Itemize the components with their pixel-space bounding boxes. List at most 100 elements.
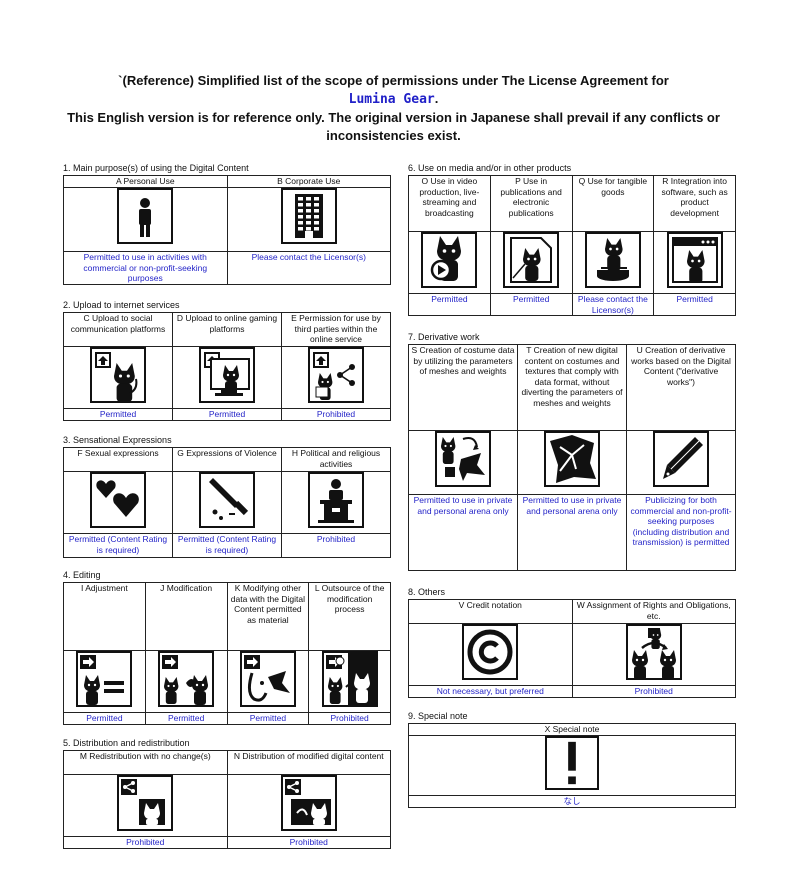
permission-status: Permitted (Content Rating is required) [63,533,173,558]
section-upload: 2. Upload to internet services C Upload t… [63,300,391,421]
column-heading: S Creation of costume data by utilizing … [408,344,518,431]
status-row: Permitted to use in activities with comm… [63,251,391,285]
permission-status: Not necessary, but preferred [408,685,573,698]
column-heading: L Outsource of the modification process [308,582,391,651]
column-heading: I Adjustment [63,582,146,651]
permission-status: Permitted [144,712,228,725]
icon-row [63,346,391,409]
header-text: `(Reference) Simplified list of the scop… [118,73,669,88]
icon-cell [63,187,228,252]
pen-icon [653,431,709,487]
icon-cell [408,623,573,686]
icon-cell [172,346,282,409]
icon-cell [408,430,518,495]
section-distribution: 5. Distribution and redistribution M Redi… [63,738,391,849]
icon-cell [63,650,146,713]
section-title: 6. Use on media and/or in other products [408,163,572,173]
material-icon [239,651,296,707]
column-heading: W Assignment of Rights and Obligations, … [571,599,736,624]
distribute-modified-icon [280,775,337,831]
status-row: Permitted to use in private and personal… [408,494,736,571]
copyright-icon [462,624,519,680]
section-title: 2. Upload to internet services [63,300,180,310]
section-title: 3. Sensational Expressions [63,435,172,445]
share-third-party-icon [308,347,364,403]
icon-cell [308,650,391,713]
section-sensational: 3. Sensational Expressions F Sexual expre… [63,435,391,558]
column-heading: J Modification [144,582,228,651]
icon-cell [63,774,228,837]
permission-status: Please contact the Licensor(s) [226,251,391,285]
product-suffix: . [434,91,439,106]
icon-cell [226,774,391,837]
icon-row [408,430,736,495]
building-icon [280,188,337,244]
icon-cell [281,471,391,534]
status-row: なし [408,795,736,808]
figure-icon [584,232,641,288]
permission-status: Permitted [489,293,573,316]
section-title: 5. Distribution and redistribution [63,738,190,748]
column-heading: D Upload to online gaming platforms [172,312,282,347]
permission-status: Permitted (Content Rating is required) [172,533,282,558]
column-heading: G Expressions of Violence [172,447,282,472]
adjust-icon [76,651,133,707]
hearts-icon [90,472,146,528]
icon-cell [281,346,391,409]
costume-convert-icon [435,431,491,487]
podium-icon [308,472,364,528]
column-heading: F Sexual expressions [63,447,173,472]
icon-cell [226,650,310,713]
knife-icon [199,472,255,528]
icon-cell [653,231,736,294]
icon-row [63,774,391,837]
column-heading: Q Use for tangible goods [571,175,655,232]
permission-status: Prohibited [63,836,228,849]
column-heading: C Upload to social communication platfor… [63,312,173,347]
column-heading: O Use in video production, live-streamin… [408,175,491,232]
permission-status: Permitted to use in private and personal… [517,494,627,571]
column-heading: T Creation of new digital content on cos… [517,344,627,431]
permission-status: Prohibited [571,685,736,698]
icon-cell [226,187,391,252]
permission-status: なし [408,795,736,808]
head-row: C Upload to social communication platfor… [63,312,391,347]
header-line-3: This English version is for reference on… [67,110,720,143]
permission-table: X Special note なし [408,723,736,808]
redistribute-icon [117,775,174,831]
permission-table: S Creation of costume data by utilizing … [408,344,736,571]
icon-cell [63,346,173,409]
head-row: M Redistribution with no change(s)N Dist… [63,750,391,775]
column-heading: M Redistribution with no change(s) [63,750,228,775]
icon-row [408,735,736,796]
outsource-icon [321,651,378,707]
exclamation-icon [545,736,599,790]
icon-row [408,623,736,686]
column-heading: A Personal Use [63,175,228,188]
icon-cell [172,471,282,534]
section-title: 4. Editing [63,570,101,580]
head-row: X Special note [408,723,736,736]
icon-cell [517,430,627,495]
permission-status: Prohibited [308,712,391,725]
icon-row [408,231,736,294]
column-heading: X Special note [408,723,736,736]
permission-table: C Upload to social communication platfor… [63,312,391,421]
modify-icon [158,651,215,707]
person-icon [117,188,174,244]
icon-cell [63,471,173,534]
icon-cell [144,650,228,713]
column-heading: R Integration into software, such as pro… [653,175,736,232]
permission-status: Permitted [63,712,146,725]
permission-status: Prohibited [281,533,391,558]
